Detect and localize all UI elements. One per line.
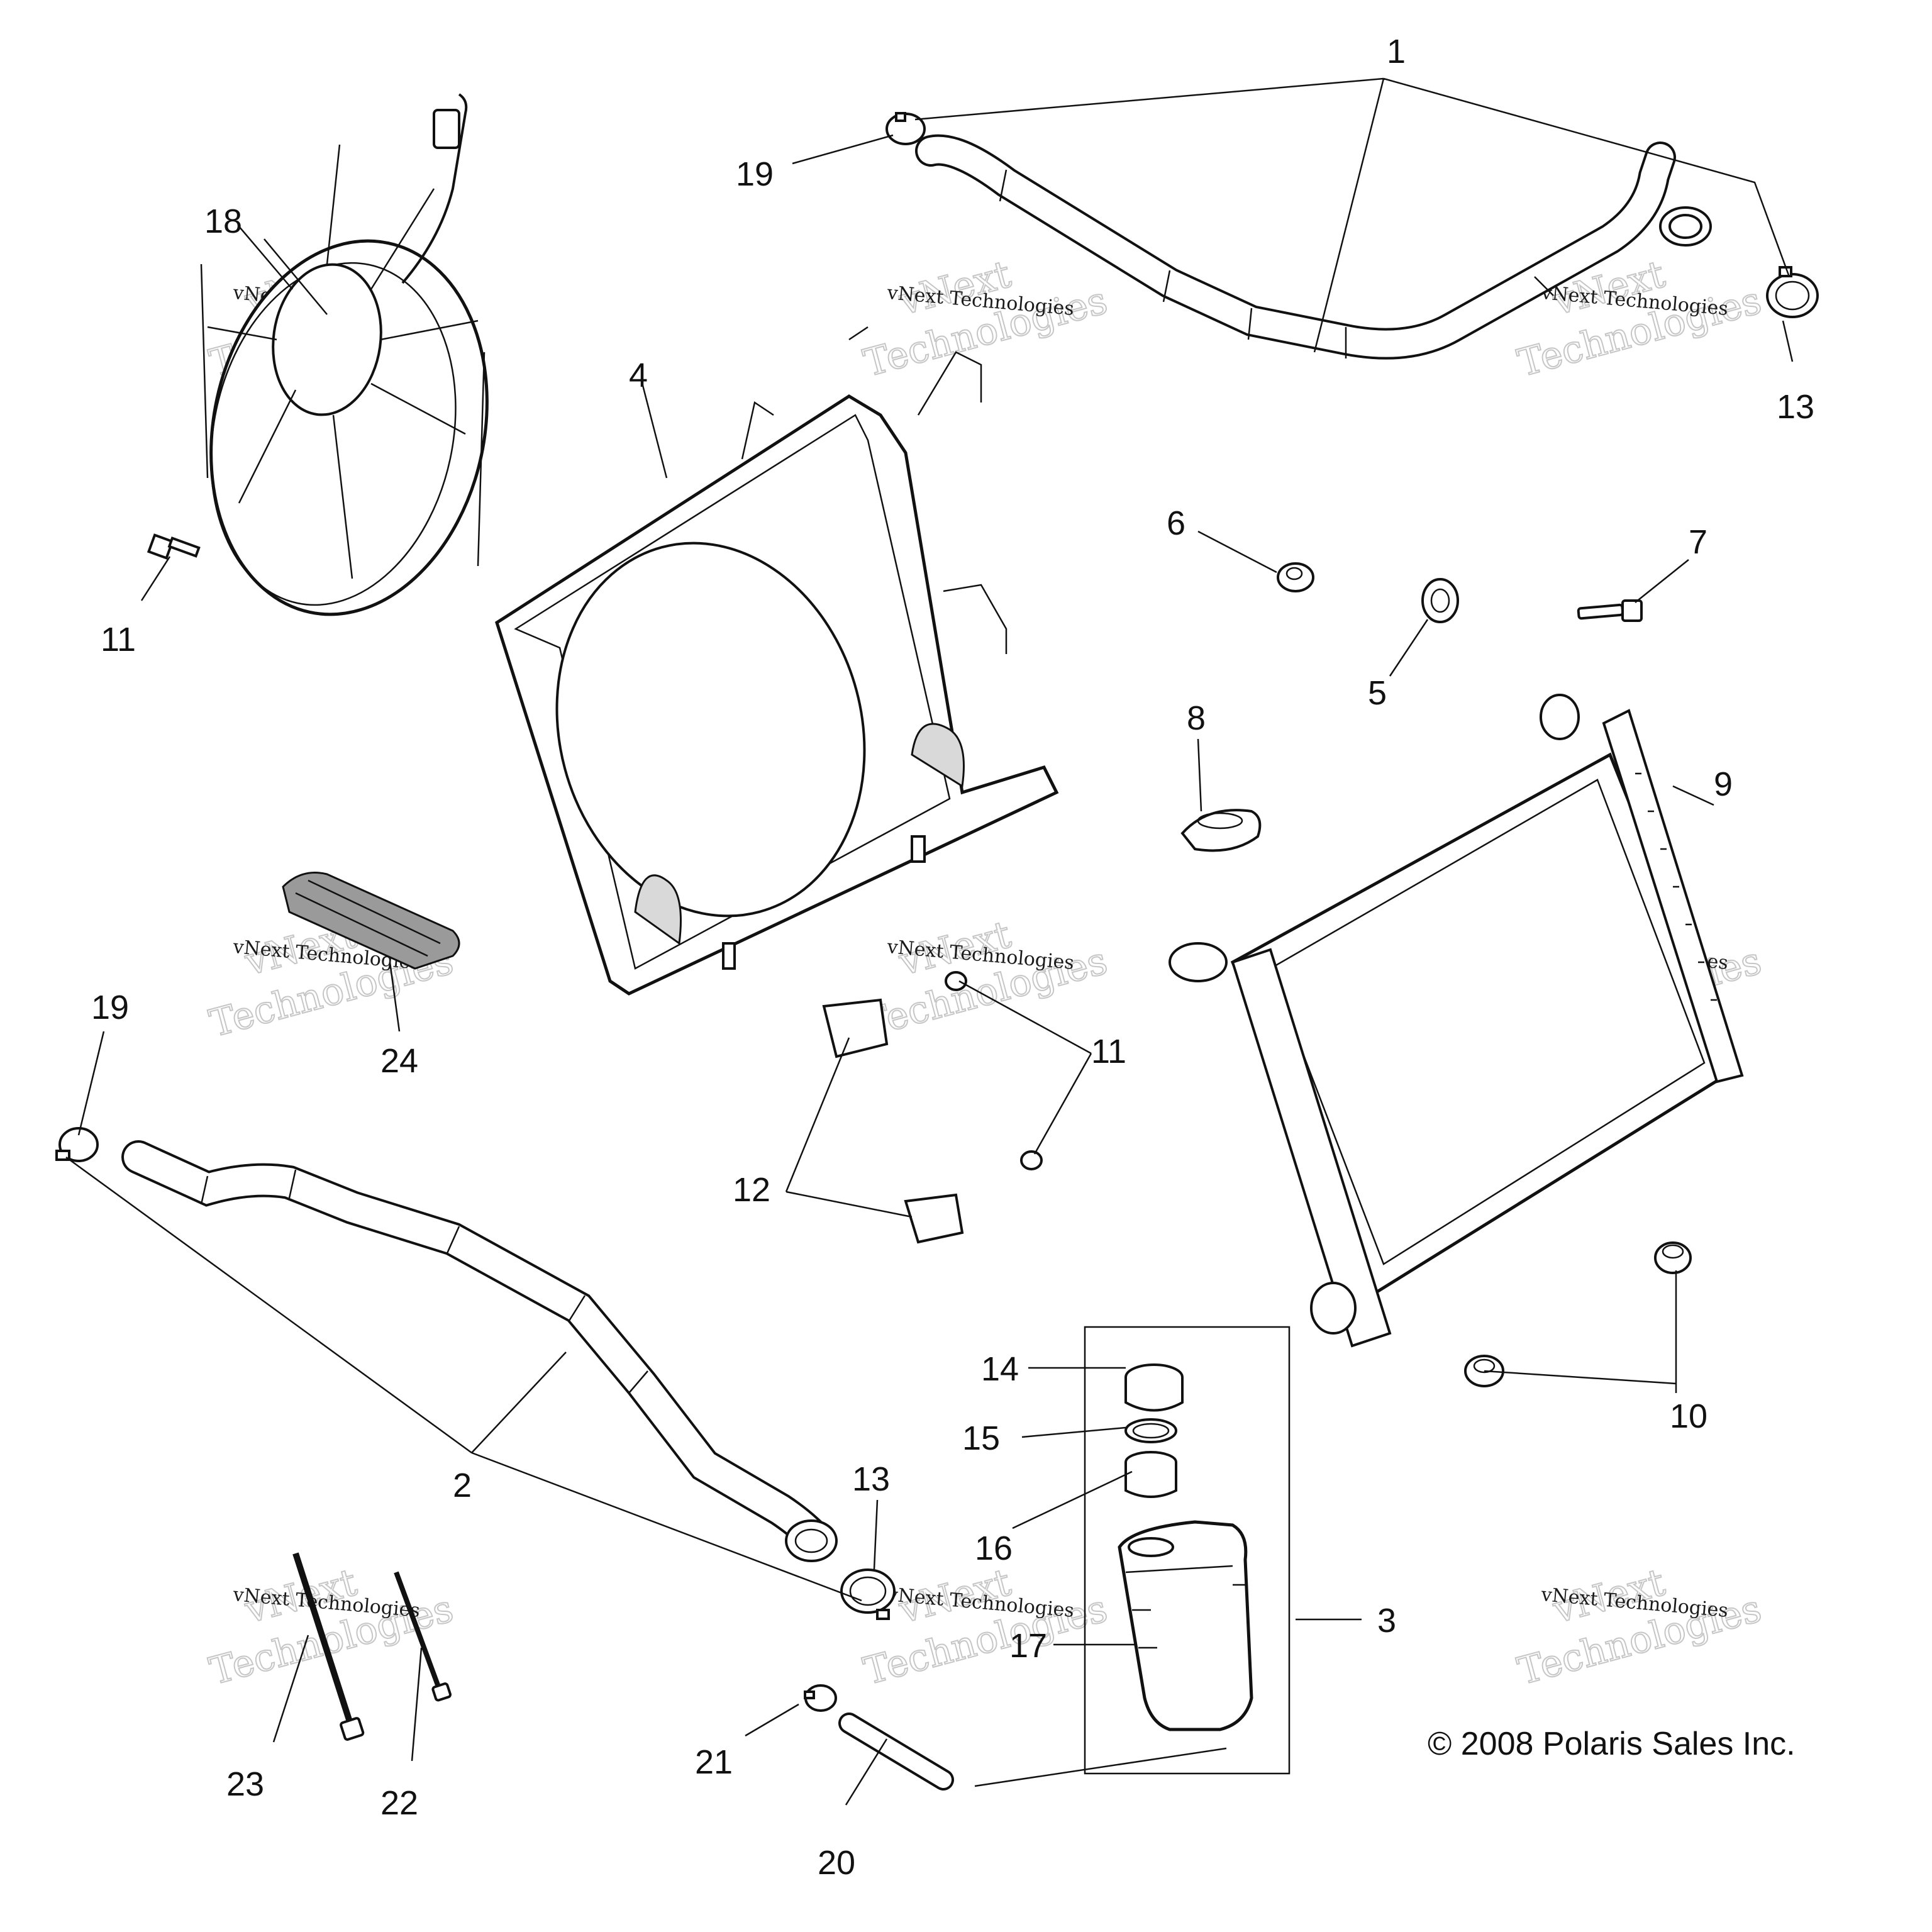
callout-10: 10	[1670, 1397, 1707, 1435]
callout-7: 7	[1689, 523, 1707, 561]
part-bolts-11-center	[945, 971, 1043, 1170]
part-7-bolt	[1577, 599, 1643, 622]
part-9-radiator	[1169, 694, 1744, 1348]
callout-23: 23	[226, 1765, 264, 1803]
part-fan-assembly	[200, 93, 489, 616]
part-10-grommets	[1464, 1241, 1692, 1387]
callout-3: 3	[1377, 1602, 1396, 1640]
part-23-cable-tie	[292, 1552, 365, 1741]
callout-13-top: 13	[1777, 388, 1814, 426]
part-clamp-13-bottom	[840, 1568, 896, 1620]
part-clamp-19-top	[886, 112, 926, 145]
part-24-sleeve	[282, 872, 460, 970]
leader-lines	[65, 77, 1794, 1806]
callout-22: 22	[380, 1784, 418, 1822]
callouts: 1 2 3 4 5 6 7 8 9 10 11 11 12 13 13 14 1…	[91, 33, 1814, 1882]
part-22-cable-tie	[394, 1571, 452, 1702]
part-12-brackets	[822, 998, 964, 1244]
callout-18: 18	[204, 203, 242, 240]
callout-4: 4	[629, 357, 648, 394]
callout-12: 12	[733, 1171, 770, 1209]
callout-15: 15	[962, 1419, 1000, 1457]
callout-16: 16	[975, 1530, 1013, 1567]
callout-20: 20	[818, 1844, 855, 1882]
callout-19-top: 19	[736, 155, 774, 193]
part-3-reservoir-kit	[1084, 1326, 1291, 1775]
part-8-radiator-cap	[1180, 809, 1262, 852]
callout-24: 24	[380, 1042, 418, 1080]
callout-2: 2	[453, 1467, 472, 1504]
callout-6: 6	[1167, 504, 1185, 542]
part-16-insert	[1124, 1451, 1177, 1498]
part-upper-hose	[915, 134, 1712, 360]
callout-17: 17	[1009, 1627, 1047, 1665]
part-clamp-13-top	[1766, 266, 1819, 318]
copyright-notice: © 2008 Polaris Sales Inc.	[1428, 1726, 1796, 1762]
part-bolt-11-left	[147, 533, 201, 560]
part-5-grommet	[1421, 578, 1459, 623]
callout-11-center: 11	[1091, 1033, 1126, 1070]
part-21-clamp	[804, 1684, 837, 1712]
callout-11-left: 11	[101, 621, 136, 658]
part-17-reservoir-tank	[1118, 1520, 1253, 1731]
part-lower-hose	[121, 1140, 838, 1562]
callout-9: 9	[1714, 765, 1733, 803]
callout-8: 8	[1187, 699, 1206, 737]
part-fan-shroud	[495, 326, 1059, 996]
callout-5: 5	[1368, 674, 1387, 712]
callout-19-left: 19	[91, 989, 129, 1026]
part-14-cap	[1124, 1363, 1184, 1412]
part-6-nut	[1277, 562, 1314, 592]
callout-13-bottom: 13	[852, 1460, 890, 1498]
part-20-hose	[838, 1713, 954, 1790]
callout-14: 14	[981, 1350, 1019, 1388]
part-15-gasket	[1124, 1418, 1177, 1443]
part-clamp-19-left	[55, 1127, 99, 1162]
callout-21: 21	[695, 1743, 733, 1781]
callout-1: 1	[1387, 33, 1406, 70]
